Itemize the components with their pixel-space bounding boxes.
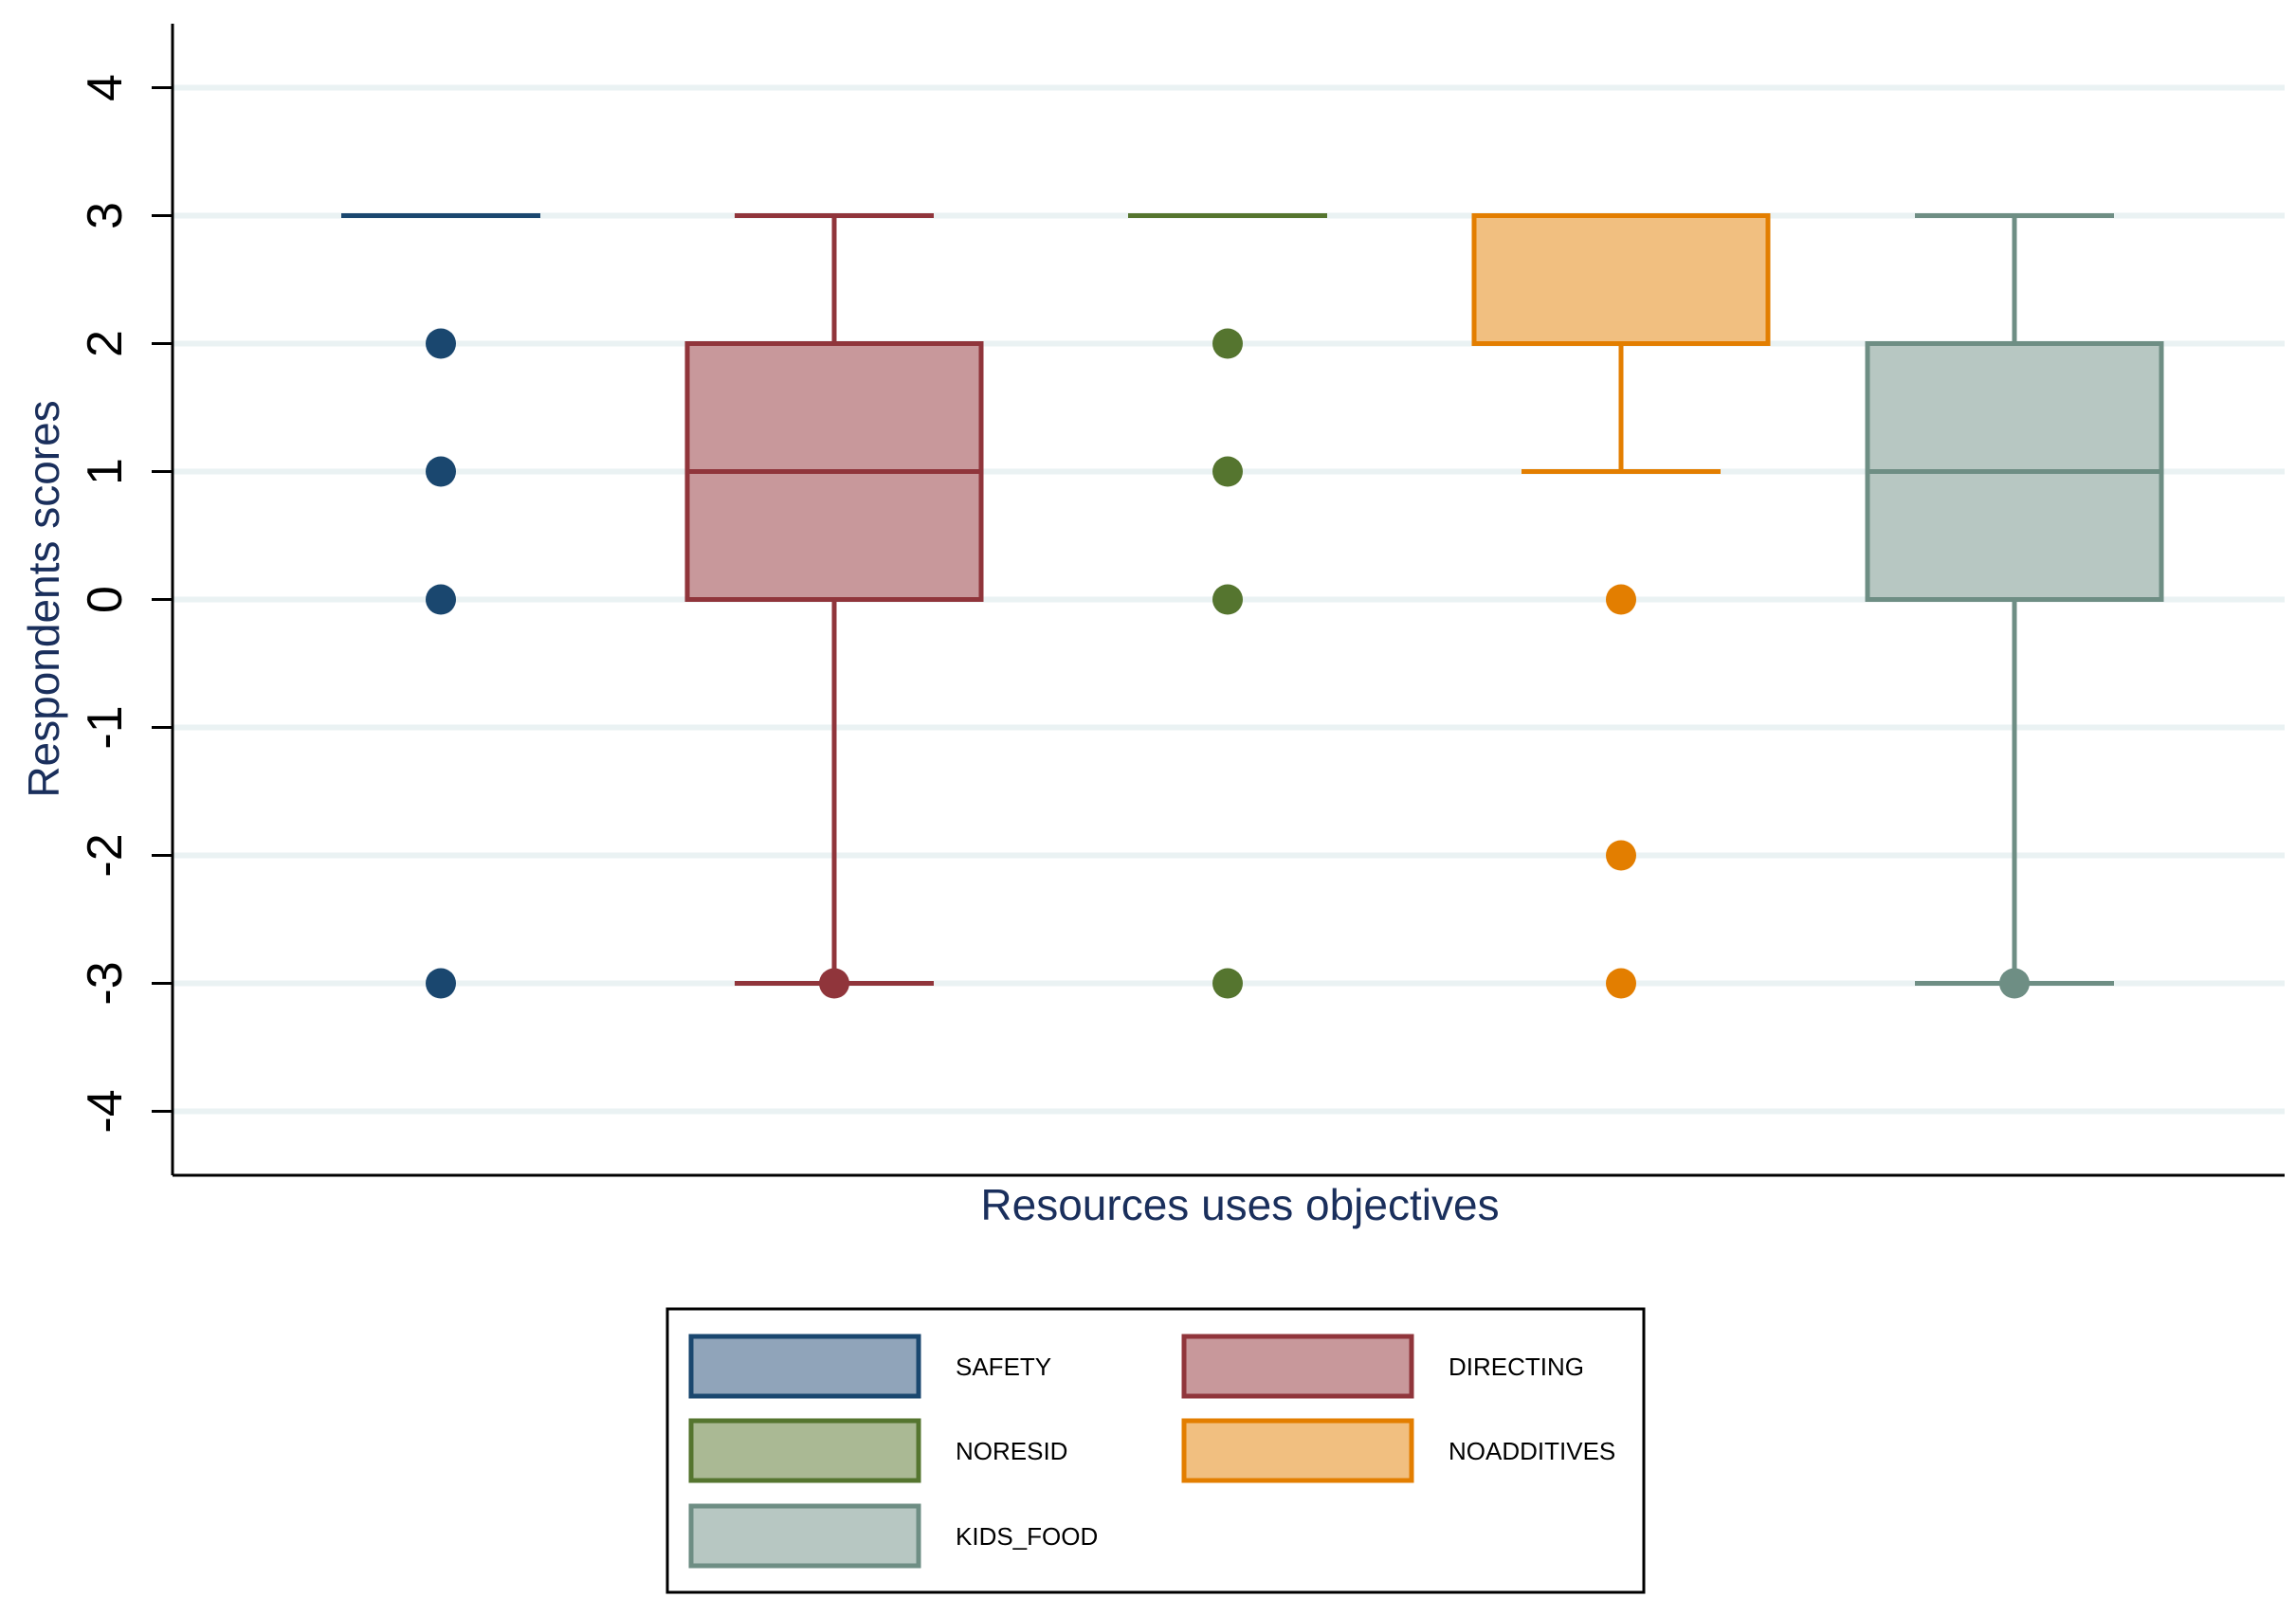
y-axis-ticks: 4 3 2 1 0 -1 -2 -3 -4: [78, 74, 173, 1134]
legend-swatch: [688, 1418, 921, 1483]
legend-swatch: [688, 1503, 921, 1569]
outlier-point: [1212, 456, 1243, 487]
box-safety: [341, 213, 540, 999]
outlier-point: [1212, 328, 1243, 359]
legend-swatch: [1181, 1418, 1414, 1483]
y-tick-label: -3: [78, 961, 133, 1005]
legend-item-directing: DIRECTING: [1181, 1334, 1584, 1399]
legend-item-kids-food: KIDS_FOOD: [688, 1503, 1098, 1569]
outlier-point: [426, 456, 456, 487]
outlier-point: [1212, 968, 1243, 999]
outlier-point: [1999, 968, 2030, 999]
box-noresid: [1128, 213, 1327, 999]
y-tick-label: -1: [78, 705, 133, 749]
legend-item-noadditives: NOADDITIVES: [1181, 1418, 1615, 1483]
outlier-point: [1606, 968, 1636, 999]
outlier-point: [819, 968, 849, 999]
outlier-point: [426, 584, 456, 615]
outlier-point: [1606, 584, 1636, 615]
y-axis-title: Respondents scores: [19, 400, 68, 797]
y-tick-label: 2: [78, 330, 133, 357]
legend-swatch: [688, 1334, 921, 1399]
legend-label: NOADDITIVES: [1449, 1437, 1615, 1465]
y-tick-label: 1: [78, 458, 133, 485]
legend: SAFETY DIRECTING NORESID NOADDITIVES KIDS_FO…: [665, 1307, 1646, 1594]
outlier-point: [1606, 840, 1636, 871]
outlier-point: [426, 968, 456, 999]
legend-label: KIDS_FOOD: [956, 1522, 1098, 1551]
outlier-point: [1212, 584, 1243, 615]
x-axis-title: Resources uses objectives: [980, 1180, 1499, 1229]
legend-swatch: [1181, 1334, 1414, 1399]
y-tick-label: 0: [78, 586, 133, 613]
legend-label: SAFETY: [956, 1353, 1051, 1381]
legend-item-noresid: NORESID: [688, 1418, 1067, 1483]
legend-item-safety: SAFETY: [688, 1334, 1051, 1399]
box-kids-food: [1865, 213, 2164, 999]
box-noadditives: [1471, 213, 1771, 999]
y-tick-label: 3: [78, 202, 133, 229]
box-series: [341, 213, 2164, 999]
y-tick-label: 4: [78, 74, 133, 101]
y-tick-label: -2: [78, 833, 133, 877]
legend-label: DIRECTING: [1449, 1353, 1584, 1381]
box-directing: [684, 213, 984, 999]
box-iqr: [1471, 213, 1771, 346]
y-tick-label: -4: [78, 1089, 133, 1133]
legend-label: NORESID: [956, 1437, 1067, 1465]
outlier-point: [426, 328, 456, 359]
